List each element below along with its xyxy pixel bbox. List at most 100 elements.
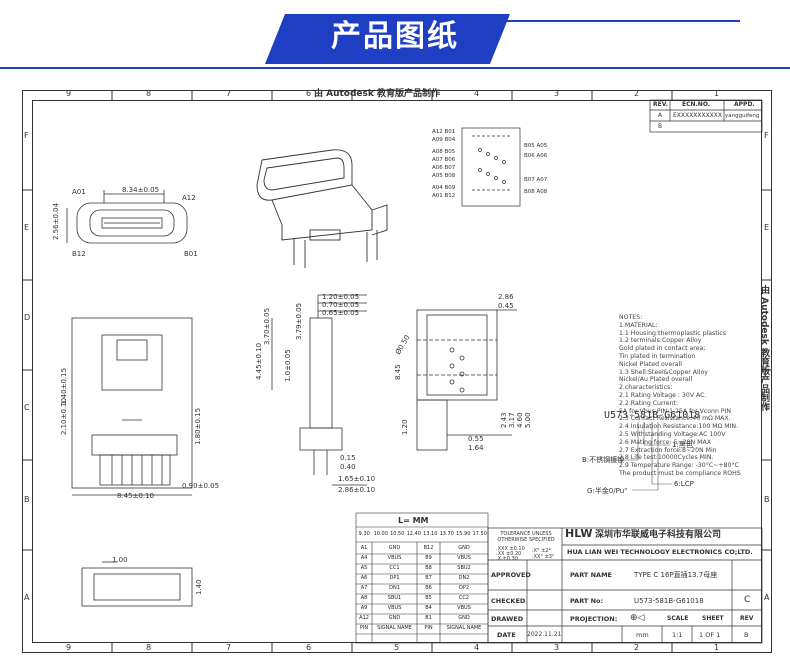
signal-cell: GND xyxy=(388,545,401,551)
note-line: Tin plated in termination xyxy=(619,352,696,360)
pin-label: A12 B01 xyxy=(432,129,456,135)
dim-label: 1.40±0.15 xyxy=(60,367,68,405)
length-value-cell: 13.10 xyxy=(423,531,438,537)
signal-cell: DN2 xyxy=(458,575,470,581)
note-line: 1.2 terminals:Copper Alloy xyxy=(619,337,702,345)
part-no-value: U573-581B-G61018 xyxy=(634,597,704,605)
col-label: 3 xyxy=(554,89,560,98)
row-label-right: E xyxy=(764,223,770,232)
part-code-legend: G:半金0/Pu" xyxy=(587,487,628,495)
row-label-right: A xyxy=(764,593,770,602)
part-name-value: TYPE C 16P直插13.7母座 xyxy=(634,571,718,579)
part-name-label: PART NAME xyxy=(570,571,612,579)
signal-cell: SBU1 xyxy=(387,595,402,601)
note-line: 5A for Vbus PIN;1.25A for Vconn PIN xyxy=(619,407,732,415)
pin-label: A07 B06 xyxy=(432,157,456,163)
rev-header: REV. xyxy=(653,101,668,108)
row-label: E xyxy=(24,223,30,232)
signal-cell: SIGNAL NAME xyxy=(446,625,482,631)
tolerance-line: .XXX ±0.10 xyxy=(496,546,525,552)
signal-cell: GND xyxy=(388,615,401,621)
dim-label: 5.00 xyxy=(524,412,532,428)
pin-label: B06 A06 xyxy=(524,153,548,159)
note-line: 1.MATERIAL: xyxy=(619,321,658,329)
length-table-grid xyxy=(355,512,489,644)
part-no-label: PART No: xyxy=(570,597,604,605)
part-code-legend: B:不锈钢镀镍 xyxy=(582,456,625,464)
dim-label: 3.17 xyxy=(508,412,516,428)
dim-label: 0.90±0.05 xyxy=(182,482,220,490)
left-view-drawing xyxy=(71,317,193,496)
notes-block: NOTES: 1.MATERIAL: 1.1 Housing:thermopla… xyxy=(619,314,741,478)
row-label: D xyxy=(24,313,31,322)
signal-cell: B6 xyxy=(425,585,432,591)
dim-label: 3.70±0.05 xyxy=(263,307,271,345)
pin-callout: A12 xyxy=(182,194,196,202)
col-label: 6 xyxy=(306,89,312,98)
pin-label: A05 B08 xyxy=(432,173,456,179)
col-label: 8 xyxy=(146,89,152,98)
banner: 产品图纸 xyxy=(0,0,790,78)
note-line: Nickel Plated overall xyxy=(619,360,683,368)
signal-cell: GND xyxy=(458,615,470,621)
front-view-drawing xyxy=(66,190,188,244)
dim-label: 0.65±0.05 xyxy=(322,309,360,317)
rev-value: C xyxy=(744,595,751,605)
signal-cell: DP1 xyxy=(389,575,400,581)
dim-label: 1.20 xyxy=(401,419,409,435)
row-label: F xyxy=(24,131,29,140)
signal-cell: A7 xyxy=(360,585,368,591)
signal-cell: A9 xyxy=(360,605,368,611)
rev-cell: yangguifeng xyxy=(725,113,760,119)
note-line: 2.5 Withstanding Voltage:AC 100V xyxy=(619,430,726,438)
signal-cell: A12 xyxy=(359,615,369,621)
projection-label: PROJECTION: xyxy=(570,615,618,623)
drawing-frame xyxy=(22,90,772,653)
signal-cell: A4 xyxy=(360,555,368,561)
signal-cell: CC1 xyxy=(389,565,400,571)
pin-label: B05 A05 xyxy=(524,143,548,149)
tolerance-line: .X ±0.30 xyxy=(496,556,518,562)
scale-value: 1:1 xyxy=(672,631,683,639)
note-line: 2.6 Mating force: 5~20N MAX xyxy=(619,438,711,446)
note-line: 2.9 Temperature Range: -30°C~+80°C xyxy=(619,462,739,470)
dim-label: 4.60 xyxy=(516,412,524,428)
dim-label: 1.00 xyxy=(112,556,128,564)
dim-label: 1.80±0.15 xyxy=(194,407,202,445)
col-label-bottom: 5 xyxy=(394,643,400,652)
col-label-bottom: 9 xyxy=(66,643,72,652)
dim-label: 1.65±0.10 xyxy=(338,475,376,483)
drawed-label: DRAWED xyxy=(491,615,524,623)
dim-label: 2.86 xyxy=(498,293,514,301)
rev-cell: B xyxy=(658,123,663,130)
pin-callout: B01 xyxy=(184,250,198,258)
watermark-side: 由 Autodesk 教育版产品制作 xyxy=(759,285,769,412)
dim-label: 4.45±0.10 xyxy=(255,342,263,380)
dim-label: 0.45 xyxy=(498,302,514,310)
note-line: 2.3 Contact Resistance:40 mΩ MAX. xyxy=(619,415,731,423)
pin-label: A06 B07 xyxy=(432,165,456,171)
note-line: 2.characteristics: xyxy=(619,384,673,392)
rev-header: APPD. xyxy=(734,101,755,108)
rev-label: REV xyxy=(740,615,754,622)
col-label-bottom: 1 xyxy=(714,643,720,652)
row-label-right: F xyxy=(764,131,769,140)
title-block-grid xyxy=(487,527,763,644)
part-code-legend: 1:黑色 xyxy=(672,441,693,449)
dim-label: 8.45±0.10 xyxy=(117,492,155,500)
part-code: U573-581B-G61018 xyxy=(604,410,701,421)
note-line: 2.2 Rating Current: xyxy=(619,399,679,407)
bottom-view-drawing xyxy=(416,309,517,451)
row-label-right: B xyxy=(764,495,770,504)
signal-cell: VBUS xyxy=(387,555,402,561)
col-label: 2 xyxy=(634,89,640,98)
signal-cell: B12 xyxy=(423,545,434,551)
length-value-cell: 10.00 xyxy=(373,531,388,537)
dim-label: 0.70±0.05 xyxy=(322,301,360,309)
part-code-legend: 6:LCP xyxy=(674,480,694,488)
signal-cell: B1 xyxy=(425,615,432,621)
row-label: B xyxy=(24,495,30,504)
rev-cell: EXXXXXXXXXXX xyxy=(673,112,723,119)
side-view-drawing xyxy=(271,294,367,486)
watermark-top: 由 Autodesk 教育版产品制作 xyxy=(314,89,441,99)
